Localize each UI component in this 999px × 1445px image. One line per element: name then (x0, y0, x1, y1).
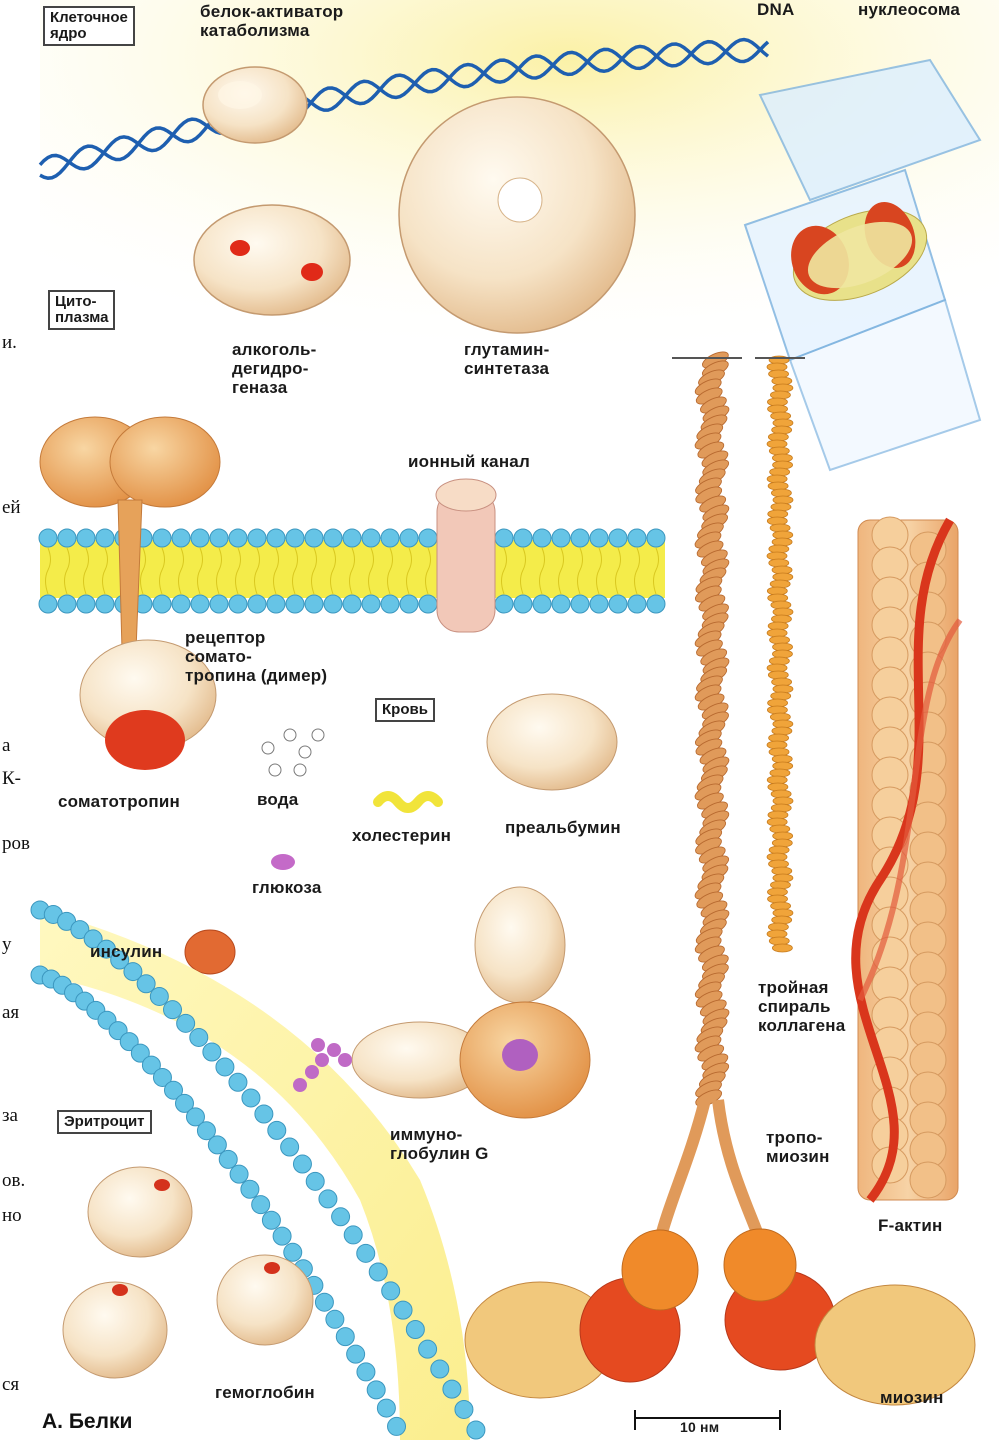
label-dna: DNA (757, 0, 794, 19)
margin-fragment: у (2, 934, 12, 956)
margin-fragment: за (2, 1105, 18, 1127)
label-glucose: глюкоза (252, 878, 322, 897)
label-nucleosome: нуклеосома (858, 0, 960, 19)
alcohol-dehydrogenase-protein (194, 205, 350, 315)
margin-fragment: ая (2, 1002, 19, 1024)
region-nucleus: Клеточное ядро (43, 6, 135, 46)
label-prealbumin: преальбумин (505, 818, 621, 837)
label-ion-channel: ионный канал (408, 452, 530, 471)
label-tropomyosin: тропо- миозин (766, 1128, 830, 1166)
glucose-molecule (271, 854, 295, 870)
collagen-triple-helix (767, 356, 793, 952)
label-f-actin: F-актин (878, 1216, 942, 1235)
margin-fragment: ов. (2, 1170, 25, 1192)
label-hemoglobin: гемоглобин (215, 1383, 315, 1402)
myosin-heads (465, 1229, 975, 1405)
region-erythrocyte: Эритроцит (57, 1110, 152, 1134)
label-catabolism-activator: белок-активатор катаболизма (200, 2, 343, 40)
prealbumin-protein (487, 694, 617, 790)
insulin-protein (185, 930, 235, 974)
label-cholesterol: холестерин (352, 826, 451, 845)
immunoglobulin-g-protein (352, 887, 590, 1118)
glutamine-synthetase-protein (399, 97, 635, 333)
catabolism-activator-protein (203, 67, 307, 143)
label-alcohol-dehydrogenase: алкоголь- дегидро- геназа (232, 340, 316, 397)
margin-fragment: ся (2, 1374, 19, 1396)
margin-fragment: ров (2, 833, 30, 855)
label-collagen: тройная спираль коллагена (758, 978, 845, 1035)
hemoglobin-proteins (63, 1167, 313, 1378)
water-molecules (262, 729, 324, 776)
margin-fragment: а (2, 735, 10, 757)
ion-channel-protein (436, 479, 496, 632)
region-blood: Кровь (375, 698, 435, 722)
label-insulin: инсулин (90, 942, 162, 961)
label-scale-bar: 10 нм (680, 1418, 719, 1437)
label-immunoglobulin: иммуно- глобулин G (390, 1125, 489, 1163)
f-actin-filament (856, 517, 960, 1200)
margin-fragment: и. (2, 332, 17, 354)
label-glutamine-synthetase: глутамин- синтетаза (464, 340, 549, 378)
margin-fragment: К- (2, 768, 21, 790)
label-water: вода (257, 790, 298, 809)
label-somatotropin: соматотропин (58, 792, 180, 811)
label-myosin: миозин (880, 1388, 944, 1407)
label-somatotropin-receptor: рецептор сомато- тропина (димер) (185, 628, 327, 685)
margin-fragment: ей (2, 497, 21, 519)
cholesterol-molecule (378, 796, 438, 808)
figure-title: А. Белки (42, 1410, 132, 1434)
region-cytoplasm: Цито- плазма (48, 290, 115, 330)
margin-fragment: но (2, 1205, 22, 1227)
